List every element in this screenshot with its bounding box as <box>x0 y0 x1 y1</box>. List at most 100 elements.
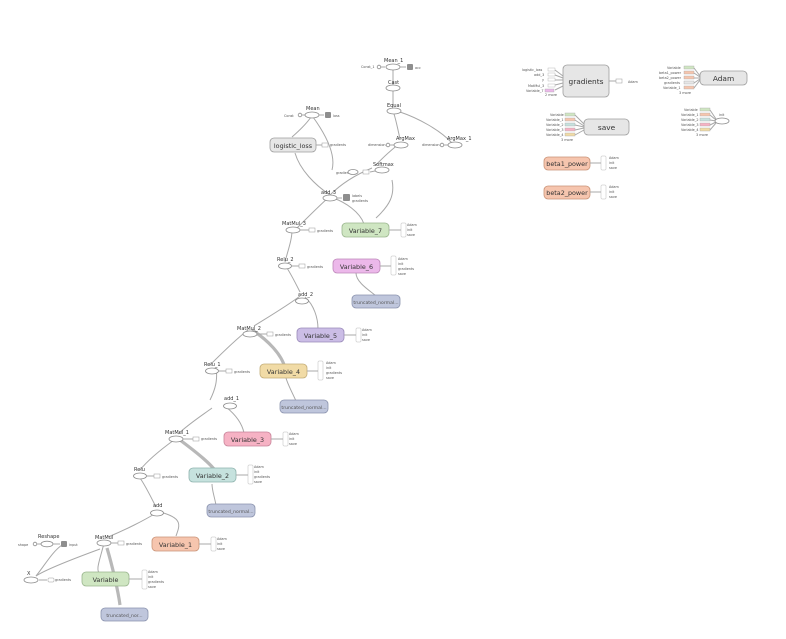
add-op[interactable] <box>150 509 164 517</box>
truncated-normal-node[interactable] <box>100 607 149 622</box>
svg-text:dimension: dimension <box>422 143 440 147</box>
add-3-group: add_3 labels gradients <box>321 190 368 203</box>
matmul-3-label: MatMul_3 <box>282 221 306 227</box>
mean-1-label: Mean_1 <box>384 58 403 64</box>
argmax-group: ArgMax dimension <box>368 136 415 149</box>
add-1-group: add_1 <box>223 396 239 410</box>
cast-op[interactable] <box>385 84 401 92</box>
add-1-op[interactable] <box>223 402 237 410</box>
matmul-1-op[interactable] <box>168 435 184 443</box>
svg-text:Adam: Adam <box>398 257 408 261</box>
edge-argmax1-equal <box>399 111 453 144</box>
truncated-normal-1: truncated_normal... <box>206 503 256 518</box>
svg-text:dimension: dimension <box>368 143 386 147</box>
svg-text:Variable_7: Variable_7 <box>349 227 382 235</box>
softmax-op[interactable] <box>374 166 390 174</box>
add-label: add <box>153 503 162 509</box>
adam-node[interactable] <box>699 70 748 86</box>
x-label: X <box>27 571 31 577</box>
svg-text:save: save <box>217 547 225 551</box>
edge-truncated-variable2 <box>211 483 217 506</box>
relu-2-op[interactable] <box>278 262 292 270</box>
softmax-label: Softmax <box>373 162 394 168</box>
svg-text:save: save <box>598 123 616 132</box>
svg-text:gradients: gradients <box>307 265 323 269</box>
svg-text:gradients: gradients <box>275 333 291 337</box>
add-3-summary-icon[interactable] <box>343 194 350 201</box>
truncated-normal-2: truncated_normal... <box>279 399 329 414</box>
svg-text:init: init <box>609 161 615 165</box>
svg-text:gradients: gradients <box>201 437 217 441</box>
matmul-label: MatMul <box>95 535 113 541</box>
add-2-op[interactable] <box>295 297 309 305</box>
softmax-group: Softmax gradients <box>336 162 394 175</box>
equal-op[interactable] <box>386 107 402 115</box>
svg-text:init: init <box>254 470 260 474</box>
argmax-1-group: ArgMax_1 dimension <box>422 136 472 149</box>
truncated-normal-node[interactable] <box>279 399 329 414</box>
svg-text:Adam: Adam <box>148 570 158 574</box>
acc-summary-icon[interactable] <box>407 64 413 70</box>
relu-group: Relu gradients <box>133 467 178 480</box>
svg-text:init: init <box>407 228 413 232</box>
svg-text:Variable_3: Variable_3 <box>546 128 564 132</box>
svg-text:Adam: Adam <box>713 74 734 83</box>
x-op[interactable] <box>23 576 39 584</box>
svg-text:Adam: Adam <box>326 361 336 365</box>
edge-matmul2-add2 <box>253 295 301 327</box>
svg-text:beta2_power: beta2_power <box>546 189 588 197</box>
argmax-1-op[interactable] <box>447 141 463 149</box>
svg-text:gradients: gradients <box>398 267 414 271</box>
loss-summary-icon[interactable] <box>325 112 331 118</box>
matmul-3-group: MatMul_3 gradients <box>282 221 333 234</box>
add-2-group: add_2 <box>295 292 313 305</box>
add-2-label: add_2 <box>298 292 313 298</box>
beta2-power-group: beta2_power Adam init save <box>543 184 619 200</box>
svg-text:Adam: Adam <box>628 80 638 84</box>
save-group: Variable Variable_1 Variable_2 Variable_… <box>546 112 630 142</box>
relu-1-group: Relu_1 gradients <box>204 362 250 375</box>
svg-text:Variable_4: Variable_4 <box>267 368 300 376</box>
init-op[interactable] <box>714 117 730 125</box>
add-3-op[interactable] <box>322 194 338 202</box>
svg-text:logistic_loss: logistic_loss <box>274 142 313 150</box>
argmax-op[interactable] <box>393 141 409 149</box>
shape-const[interactable] <box>32 541 38 547</box>
variable-4-group: Variable_4 Adam init gradients save <box>259 360 342 381</box>
x-gradients-port[interactable] <box>47 577 55 583</box>
mean-1-op[interactable] <box>385 63 401 71</box>
matmul-2-op[interactable] <box>242 330 258 338</box>
const-label: Const <box>284 114 294 118</box>
argmax-label: ArgMax <box>396 136 415 142</box>
edge-argmax-equal <box>393 113 401 140</box>
matmul-op[interactable] <box>96 539 112 547</box>
reshape-summary-icon[interactable] <box>61 541 67 547</box>
reshape-op[interactable] <box>40 540 54 548</box>
relu-2-group: Relu_2 gradients <box>277 257 323 270</box>
svg-text:truncated_normal...: truncated_normal... <box>281 405 326 411</box>
logistic-loss-group: logistic_loss gradients <box>269 137 346 153</box>
beta1-power-group: beta1_power Adam init save <box>543 155 619 171</box>
svg-text:logistic_loss: logistic_loss <box>522 68 542 72</box>
matmul-3-op[interactable] <box>285 226 301 234</box>
reshape-label: Reshape <box>38 534 59 540</box>
svg-text:gradients: gradients <box>569 77 604 86</box>
truncated-normal-3: truncated_normal... <box>351 294 401 309</box>
svg-text:Variable_1: Variable_1 <box>546 118 564 122</box>
svg-text:save: save <box>326 376 334 380</box>
svg-text:3 more: 3 more <box>679 91 691 95</box>
mean-label: Mean <box>306 106 320 112</box>
svg-text:save: save <box>362 338 370 342</box>
shape-label: shape <box>18 543 28 547</box>
relu-op[interactable] <box>133 472 147 480</box>
gradients-port-op[interactable] <box>347 169 359 175</box>
svg-text:3 more: 3 more <box>696 133 708 137</box>
mean-op[interactable] <box>304 111 320 119</box>
truncated-normal-node[interactable] <box>351 294 401 309</box>
save-node[interactable] <box>583 118 630 136</box>
svg-text:Variable_2: Variable_2 <box>196 472 229 480</box>
relu-1-op[interactable] <box>205 367 219 375</box>
truncated-normal-node[interactable] <box>206 503 256 518</box>
input-label: input <box>69 543 78 547</box>
